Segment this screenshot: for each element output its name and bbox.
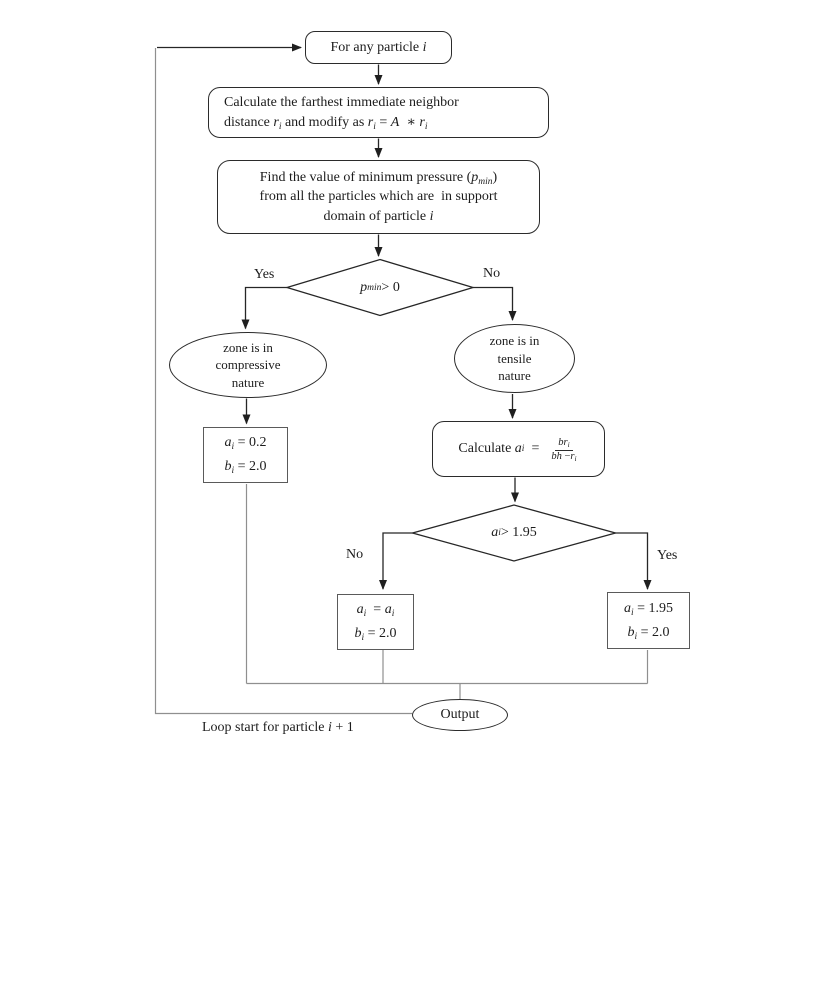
yes-label-pmin: Yes [254,267,275,282]
tensile-line1: zone is in [489,333,540,349]
arrow-yes-to-compressive [241,286,287,330]
calc-radius-line2: distance ri and modify as ri = A ∗ ri [224,114,428,132]
calc-radius-node: Calculate the farthest immediate neighbo… [208,87,549,138]
yes-label-ai: Yes [657,548,678,563]
compressive-params-line1: ai = 0.2 [224,435,267,452]
start-node: For any particle i [305,31,452,64]
ai-keep-line1: ai = ai [356,602,395,619]
ai-fraction-numerator: bri [555,437,573,451]
ai-keep-box: ai = ai bi = 2.0 [337,594,414,650]
output-label: Output [440,707,480,723]
compressive-zone-ellipse: zone is in compressive nature [169,332,327,398]
find-pressure-line2: from all the particles which are in supp… [259,189,498,205]
ai-fraction: bri bh −ri [549,437,578,462]
no-label-pmin: No [483,266,501,281]
ai-cap-line2: bi = 2.0 [627,624,670,642]
find-pressure-line1: Find the value of minimum pressure (pmin… [259,169,498,187]
compressive-line2: compressive [215,357,281,373]
compressive-params-line2: bi = 2.0 [224,459,267,476]
loop-start-label: Loop start for particle i + 1 [202,720,354,735]
ai-fraction-denominator: bh −ri [551,450,577,463]
ai-cap-box: ai = 1.95 bi = 2.0 [607,592,690,649]
output-ellipse: Output [412,699,508,731]
find-pressure-line3: domain of particle i [323,208,434,224]
compressive-params-box: ai = 0.2 bi = 2.0 [203,427,288,483]
compressive-line3: nature [231,374,265,390]
arrow-no-to-tensile [473,286,517,321]
no-label-ai: No [346,547,364,562]
tensile-line2: tensile [497,350,532,366]
arrow-yes-to-cap [615,532,652,590]
ai-cap-line1: ai = 1.95 [623,600,674,618]
tensile-zone-ellipse: zone is in tensile nature [454,324,575,393]
ai-keep-line2: bi = 2.0 [354,626,397,643]
tensile-line3: nature [498,368,531,384]
compressive-line1: zone is in [223,339,273,355]
connector-loop-back [154,48,412,715]
find-pressure-node: Find the value of minimum pressure (pmin… [217,160,540,234]
start-node-label: For any particle i [330,39,427,55]
arrow-no-to-keep [379,532,413,590]
calc-radius-line1: Calculate the farthest immediate neighbo… [224,94,459,110]
